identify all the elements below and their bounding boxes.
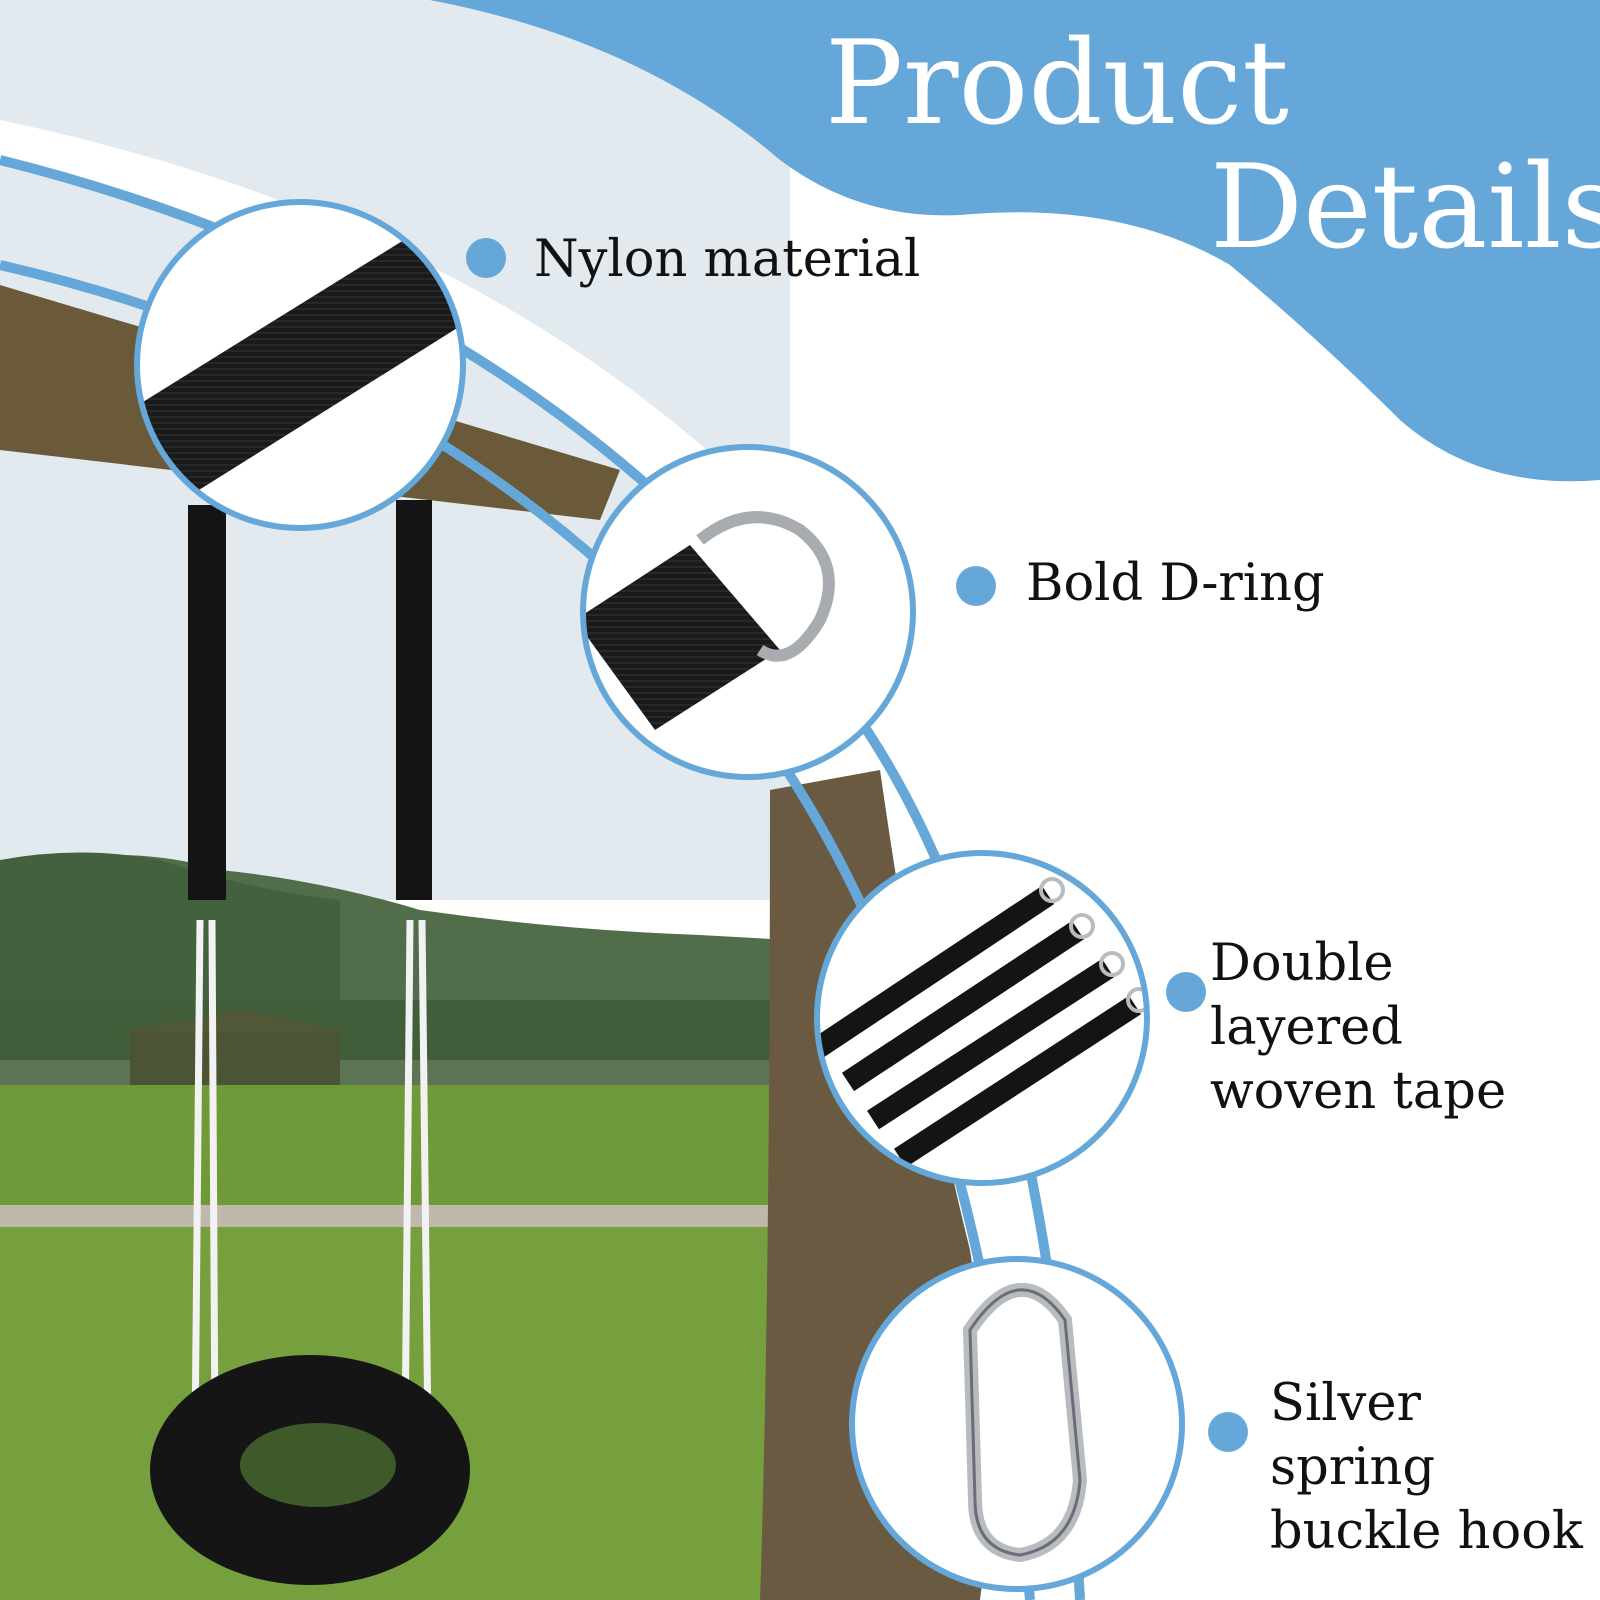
right-strap	[396, 500, 432, 900]
bullet-dot-icon	[956, 566, 996, 606]
feature-label: Silver spring buckle hook	[1270, 1374, 1583, 1561]
straps-set-detail	[814, 850, 1150, 1186]
title-wave	[430, 0, 1600, 482]
trees-band	[0, 1000, 790, 1090]
curved-band	[0, 120, 1140, 1600]
feature-nylon: Nylon material	[466, 230, 920, 292]
far-hill	[0, 852, 340, 1000]
bullet-dot-icon	[1166, 972, 1206, 1012]
left-rope-a	[191, 919, 204, 1441]
title-details: Details	[1210, 140, 1600, 275]
feature-label: Bold D-ring	[1026, 554, 1325, 613]
d-ring-detail	[580, 444, 916, 780]
feature-d-ring: Bold D-ring	[956, 554, 1325, 616]
feature-woven-tape: Double layered woven tape	[1166, 934, 1600, 1124]
tire-hole	[240, 1423, 396, 1507]
feature-label: Double layered woven tape	[1210, 934, 1507, 1121]
left-strap	[188, 505, 226, 900]
nylon-strap-detail	[134, 199, 466, 531]
bullet-dot-icon	[466, 238, 506, 278]
feature-label: Nylon material	[534, 230, 921, 289]
right-rope-a	[401, 919, 414, 1441]
left-rope-b	[208, 919, 219, 1441]
right-rope-b	[418, 919, 432, 1441]
feature-carabiner: Silver spring buckle hook	[1208, 1374, 1600, 1564]
path	[0, 1205, 790, 1227]
title-product: Product	[825, 16, 1289, 151]
bullet-dot-icon	[1208, 1412, 1248, 1452]
carabiner-detail	[849, 1256, 1185, 1592]
